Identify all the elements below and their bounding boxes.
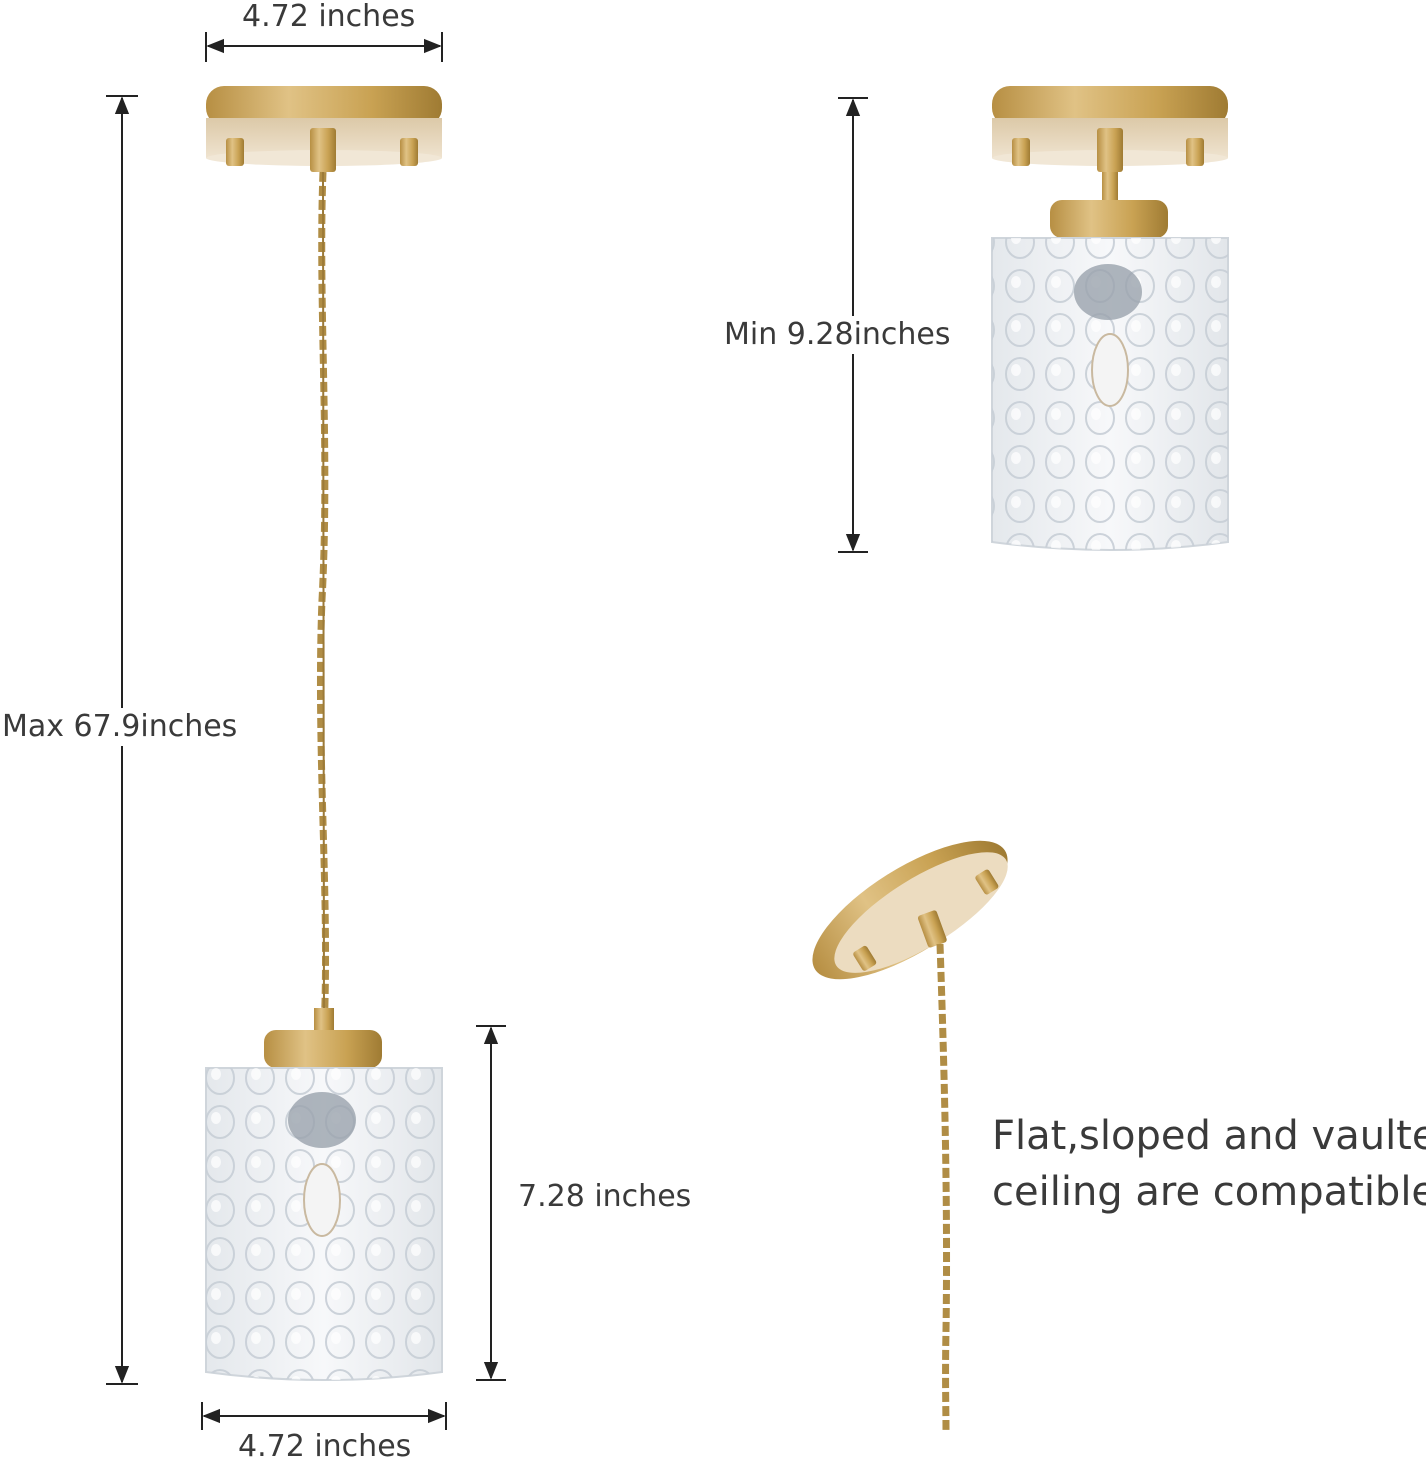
- socket-cap: [264, 1008, 382, 1068]
- top-width-label: 4.72 inches: [242, 0, 416, 34]
- sloped-ceiling-canopy: [812, 840, 1008, 1431]
- twisted-cord-sloped: [936, 943, 951, 1431]
- min-length-label: Min 9.28inches: [724, 316, 951, 354]
- ceiling-canopy: [206, 86, 442, 172]
- pendant-light-hanging: [205, 86, 443, 1381]
- ceiling-canopy-min: [992, 86, 1228, 172]
- note-line-1: Flat,sloped and vaulted: [992, 1113, 1426, 1159]
- max-length-label: Max 67.9inches: [2, 708, 238, 746]
- note-line-2: ceiling are compatible: [992, 1169, 1426, 1215]
- pendant-light-minimum: [991, 86, 1229, 551]
- bottom-width-label: 4.72 inches: [238, 1429, 412, 1464]
- ceiling-compatibility-note: Flat,sloped and vaulted ceiling are comp…: [992, 1108, 1426, 1220]
- glass-shade-min: [991, 237, 1229, 551]
- shade-height-label: 7.28 inches: [518, 1179, 692, 1214]
- glass-shade: [205, 1067, 443, 1381]
